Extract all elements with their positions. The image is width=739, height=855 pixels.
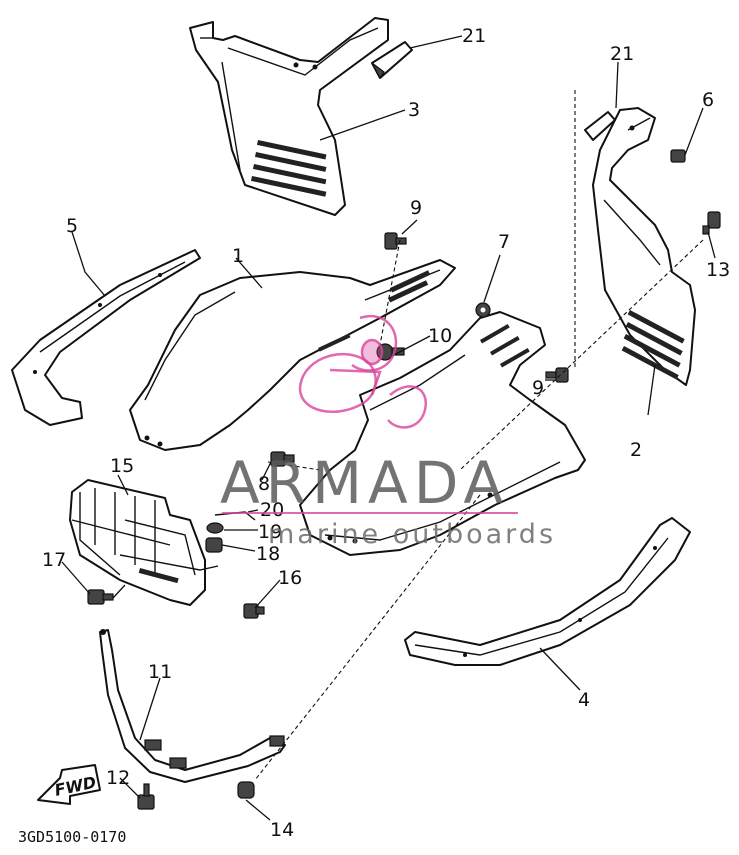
watermark-title: ARMADA [220, 449, 509, 517]
bolt-9-upper-icon [384, 232, 407, 250]
label-part-9-lower: 9 [532, 377, 544, 399]
label-part-2: 2 [630, 439, 642, 461]
label-part-21-upper: 21 [462, 25, 486, 47]
armada-watermark: ARMADA marine outboards [220, 315, 556, 550]
bolt-9-lower-icon [545, 367, 569, 383]
part-2-side-panel-right [592, 107, 696, 386]
part-1-front-fender [129, 259, 456, 451]
armada-logo-icon [298, 315, 428, 429]
label-part-12: 12 [106, 767, 130, 789]
part-15-front-rack [69, 479, 219, 606]
label-part-15: 15 [110, 455, 134, 477]
label-part-10: 10 [428, 325, 452, 347]
label-part-8: 8 [258, 473, 270, 495]
part-21-pad-right [584, 111, 616, 141]
label-part-17: 17 [42, 549, 66, 571]
part-4-right-trim-strip [404, 517, 691, 666]
label-part-1: 1 [232, 245, 244, 267]
nut-18-icon [205, 537, 223, 553]
bolt-16-icon [243, 603, 265, 619]
bolt-8-icon [270, 451, 295, 467]
label-part-18: 18 [256, 543, 280, 565]
nut-14-icon [237, 781, 255, 799]
label-part-7: 7 [498, 231, 510, 253]
label-part-14: 14 [270, 819, 294, 841]
hardware [87, 149, 721, 810]
part-number-labels: 1 2 3 4 5 6 7 8 9 9 10 11 12 13 14 15 16… [42, 25, 730, 841]
part-5-left-trim-strip [11, 249, 201, 426]
label-part-6: 6 [702, 89, 714, 111]
washer-7-icon [475, 302, 491, 318]
washer-19-icon [206, 522, 224, 534]
bolt-6-icon [670, 149, 686, 163]
fwd-arrow-icon: FWD [37, 764, 101, 805]
bolt-12-icon [137, 783, 155, 810]
watermark-subtitle: marine outboards [268, 519, 556, 550]
drawing-code: 3GD5100-0170 [18, 828, 126, 846]
label-part-5: 5 [66, 215, 78, 237]
bolt-13-icon [702, 211, 721, 235]
label-part-9-upper: 9 [410, 197, 422, 219]
bolt-17-icon [87, 589, 114, 605]
label-part-20: 20 [260, 499, 284, 521]
part-21-pad-upper [371, 41, 413, 80]
label-part-11: 11 [148, 661, 172, 683]
label-part-21-right: 21 [610, 43, 634, 65]
part-11-stay-bracket [99, 629, 286, 783]
part-3-side-panel-left [189, 17, 389, 216]
label-part-16: 16 [278, 567, 302, 589]
rear-fender [299, 311, 586, 556]
leader-lines [61, 35, 716, 821]
label-part-13: 13 [706, 259, 730, 281]
label-part-4: 4 [578, 689, 590, 711]
label-part-19: 19 [258, 521, 282, 543]
label-part-3: 3 [408, 99, 420, 121]
